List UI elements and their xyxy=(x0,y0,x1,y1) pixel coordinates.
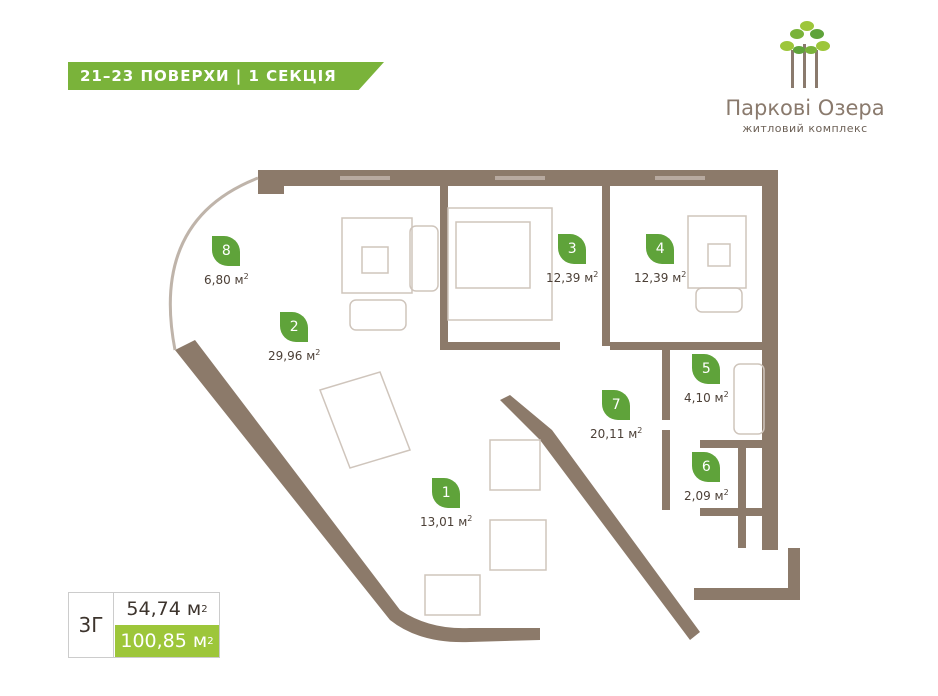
room-number: 8 xyxy=(212,236,241,266)
banner-text: 21–23 ПОВЕРХИ | 1 СЕКЦІЯ xyxy=(80,67,337,85)
logo-name: Паркові Озера xyxy=(725,96,885,120)
room-6: 6 2,09 м2 xyxy=(684,452,729,503)
tree-logo-icon xyxy=(780,21,830,88)
room-number: 3 xyxy=(558,234,587,264)
room-2: 2 29,96 м2 xyxy=(268,312,320,363)
room-number: 1 xyxy=(432,478,461,508)
balcony-arc xyxy=(168,176,259,351)
room-7: 7 20,11 м2 xyxy=(590,390,642,441)
window-marks xyxy=(340,176,705,180)
floor-section-banner: 21–23 ПОВЕРХИ | 1 СЕКЦІЯ xyxy=(68,62,384,90)
room-number: 2 xyxy=(280,312,309,342)
room-area-label: 29,96 м2 xyxy=(268,348,321,363)
room-area-label: 13,01 м2 xyxy=(420,514,473,529)
room-area-label: 12,39 м2 xyxy=(546,270,599,285)
logo-subtitle: житловий комплекс xyxy=(742,122,868,135)
room-area-label: 6,80 м2 xyxy=(204,272,249,287)
room-area-label: 20,11 м2 xyxy=(590,426,643,441)
room-number: 4 xyxy=(646,234,675,264)
furniture xyxy=(319,207,765,616)
room-number: 7 xyxy=(602,390,631,420)
exterior-curved-wall xyxy=(175,340,540,643)
room-3: 3 12,39 м2 xyxy=(546,234,598,285)
room-4: 4 12,39 м2 xyxy=(634,234,686,285)
room-8: 8 6,80 м2 xyxy=(204,236,249,287)
room-5: 5 4,10 м2 xyxy=(684,354,729,405)
room-area-label: 4,10 м2 xyxy=(684,390,729,405)
room-1: 1 13,01 м2 xyxy=(420,478,472,529)
apartment-code: 3Г xyxy=(69,593,114,657)
room-area-label: 2,09 м2 xyxy=(684,488,729,503)
room-number: 6 xyxy=(692,452,721,482)
room-number: 5 xyxy=(692,354,721,384)
diagonal-wall xyxy=(500,395,700,640)
room-area-label: 12,39 м2 xyxy=(634,270,687,285)
walls xyxy=(258,170,800,600)
logo: Паркові Озера житловий комплекс xyxy=(715,20,895,135)
